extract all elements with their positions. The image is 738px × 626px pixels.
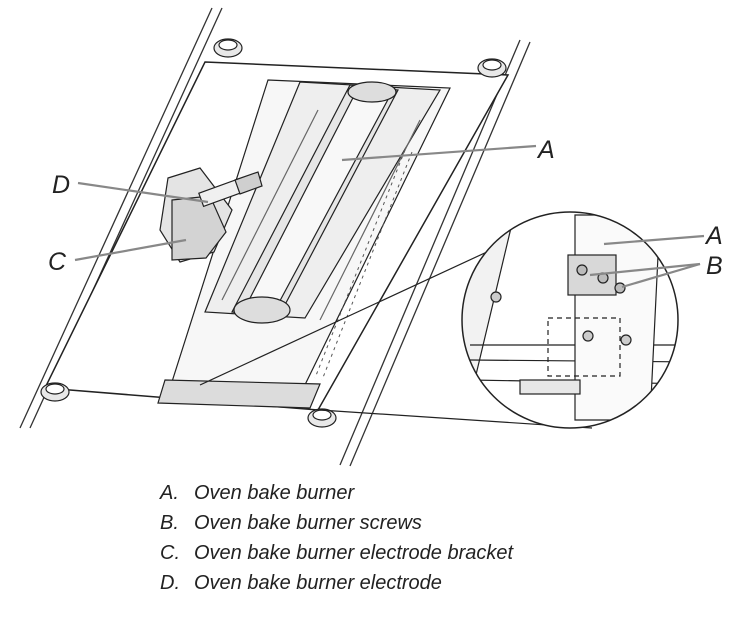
legend-text: Oven bake burner electrode bracket [194,542,514,564]
screw-top-right [477,58,507,78]
legend-key: B. [160,512,179,534]
inset-detail [461,211,679,429]
legend-item: C. Oven bake burner electrode bracket [160,538,513,568]
screw-bottom-right [307,408,337,428]
bake-burner [221,81,421,324]
callout-a-main: A [536,136,555,164]
legend: A. Oven bake burner B. Oven bake burner sc… [160,478,513,598]
burner-front-lip [157,379,321,409]
oven-burner-diagram: A D C A B [19,7,723,467]
legend-key: D. [160,572,180,594]
legend-key: A. [160,482,179,504]
callout-a-inset: A [704,222,723,250]
legend-item: D. Oven bake burner electrode [160,568,513,598]
callout-leaders [74,144,705,289]
screw-bottom-left [40,382,70,402]
legend-item: A. Oven bake burner [160,478,513,508]
panel-screws [40,38,507,428]
burner-side-perforations [314,149,413,381]
screw-top-left [213,38,243,58]
callout-d: D [52,171,70,199]
callout-b-inset: B [706,252,723,280]
legend-item: B. Oven bake burner screws [160,508,513,538]
legend-text: Oven bake burner screws [194,512,422,534]
legend-key: C. [160,542,180,564]
legend-text: Oven bake burner [194,482,355,504]
legend-text: Oven bake burner electrode [194,572,442,594]
callout-c: C [48,248,67,276]
electrode-assembly [159,167,263,263]
